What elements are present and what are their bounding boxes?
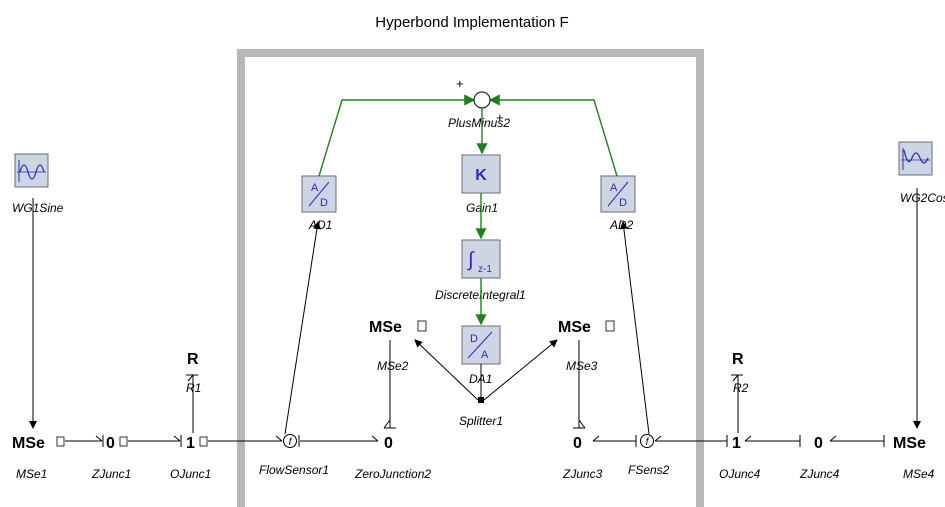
wg1-label: WG1Sine: [12, 201, 64, 215]
zjunc4-element[interactable]: 0: [814, 435, 823, 452]
gain-icon: [461, 154, 501, 194]
mse1-label: MSe1: [16, 467, 47, 481]
wg1-sine-block[interactable]: [14, 153, 49, 188]
plusminus-label: PlusMinus2: [448, 116, 510, 130]
svg-text:A: A: [481, 349, 489, 361]
ojunc1-label: OJunc1: [170, 467, 211, 481]
svg-text:D: D: [470, 333, 478, 345]
splitter-icon[interactable]: [478, 397, 484, 403]
signal-ad1-plusminus: [318, 94, 476, 177]
flowsensor1-element[interactable]: f: [283, 434, 297, 449]
gain1-label: Gain1: [466, 201, 498, 215]
flow-sensor-icon: [283, 434, 297, 448]
zjunc4-label: ZJunc4: [799, 467, 840, 481]
r1-element[interactable]: R: [187, 351, 199, 368]
mse1-element[interactable]: MSe: [12, 435, 45, 452]
ojunc1-element[interactable]: 1: [186, 435, 195, 452]
ad2-label: AD2: [609, 218, 634, 232]
cosine-wave-generator-icon: [898, 141, 933, 176]
ad1-label: AD1: [308, 218, 332, 232]
mse4-element[interactable]: MSe: [893, 435, 926, 452]
r2-element[interactable]: R: [732, 351, 744, 368]
da1-block[interactable]: D A: [461, 325, 501, 365]
ojunc4-label: OJunc4: [719, 467, 761, 481]
signal-ad2-plusminus: [488, 94, 618, 177]
svg-text:D: D: [320, 197, 328, 209]
plus-sign-right: +: [496, 110, 504, 125]
svg-text:∫: ∫: [467, 249, 475, 271]
zjunc1-element[interactable]: 0: [106, 435, 115, 452]
flow-sensor-icon: [640, 434, 654, 448]
signal-flowsensor1-ad1: [284, 221, 321, 435]
zjunc3-element[interactable]: 0: [573, 435, 582, 452]
zjunc3-label: ZJunc3: [562, 467, 603, 481]
svg-text:A: A: [311, 182, 319, 194]
wg2-cos-block[interactable]: [898, 141, 933, 176]
fsens2-element[interactable]: f: [640, 434, 654, 449]
discrete-integral1-block[interactable]: ∫ z-1: [461, 239, 501, 279]
mse3-element[interactable]: MSe: [558, 319, 591, 336]
signal-fsens2-ad2: [619, 221, 650, 435]
ad1-block[interactable]: A D: [301, 175, 337, 213]
diagram-title: Hyperbond Implementation F: [375, 14, 568, 31]
signal-splitter-mse2: [414, 339, 479, 401]
zerojunction2-element[interactable]: 0: [384, 435, 393, 452]
svg-text:K: K: [475, 167, 487, 184]
signal-splitter-mse3: [483, 339, 558, 401]
mse2-label: MSe2: [377, 359, 409, 373]
fsens2-label: FSens2: [628, 463, 670, 477]
sine-wave-generator-icon: [14, 153, 49, 188]
discrete-integral-icon: [461, 239, 501, 279]
wg2-label: WG2Cos: [900, 191, 945, 205]
gain1-block[interactable]: K: [461, 154, 501, 194]
svg-text:f: f: [289, 437, 293, 448]
splitter1-label: Splitter1: [459, 414, 503, 428]
submodel-frame: [237, 49, 704, 507]
mse2-element[interactable]: MSe: [369, 319, 402, 336]
plus-minus-icon[interactable]: [473, 91, 491, 109]
ad2-block[interactable]: A D: [600, 175, 636, 213]
svg-text:D: D: [619, 197, 627, 209]
r2-label: R2: [733, 381, 749, 395]
mse3-label: MSe3: [566, 359, 598, 373]
svg-text:z-1: z-1: [478, 264, 492, 275]
ojunc4-element[interactable]: 1: [732, 435, 741, 452]
flowsensor1-label: FlowSensor1: [259, 463, 329, 477]
zjunc1-label: ZJunc1: [91, 467, 131, 481]
svg-text:A: A: [610, 182, 618, 194]
r1-label: R1: [186, 381, 201, 395]
zerojunction2-label: ZeroJunction2: [354, 467, 431, 481]
mse4-label: MSe4: [903, 467, 935, 481]
svg-text:f: f: [646, 437, 650, 448]
plus-sign-top: +: [456, 76, 464, 91]
mse1-port: [56, 436, 65, 447]
